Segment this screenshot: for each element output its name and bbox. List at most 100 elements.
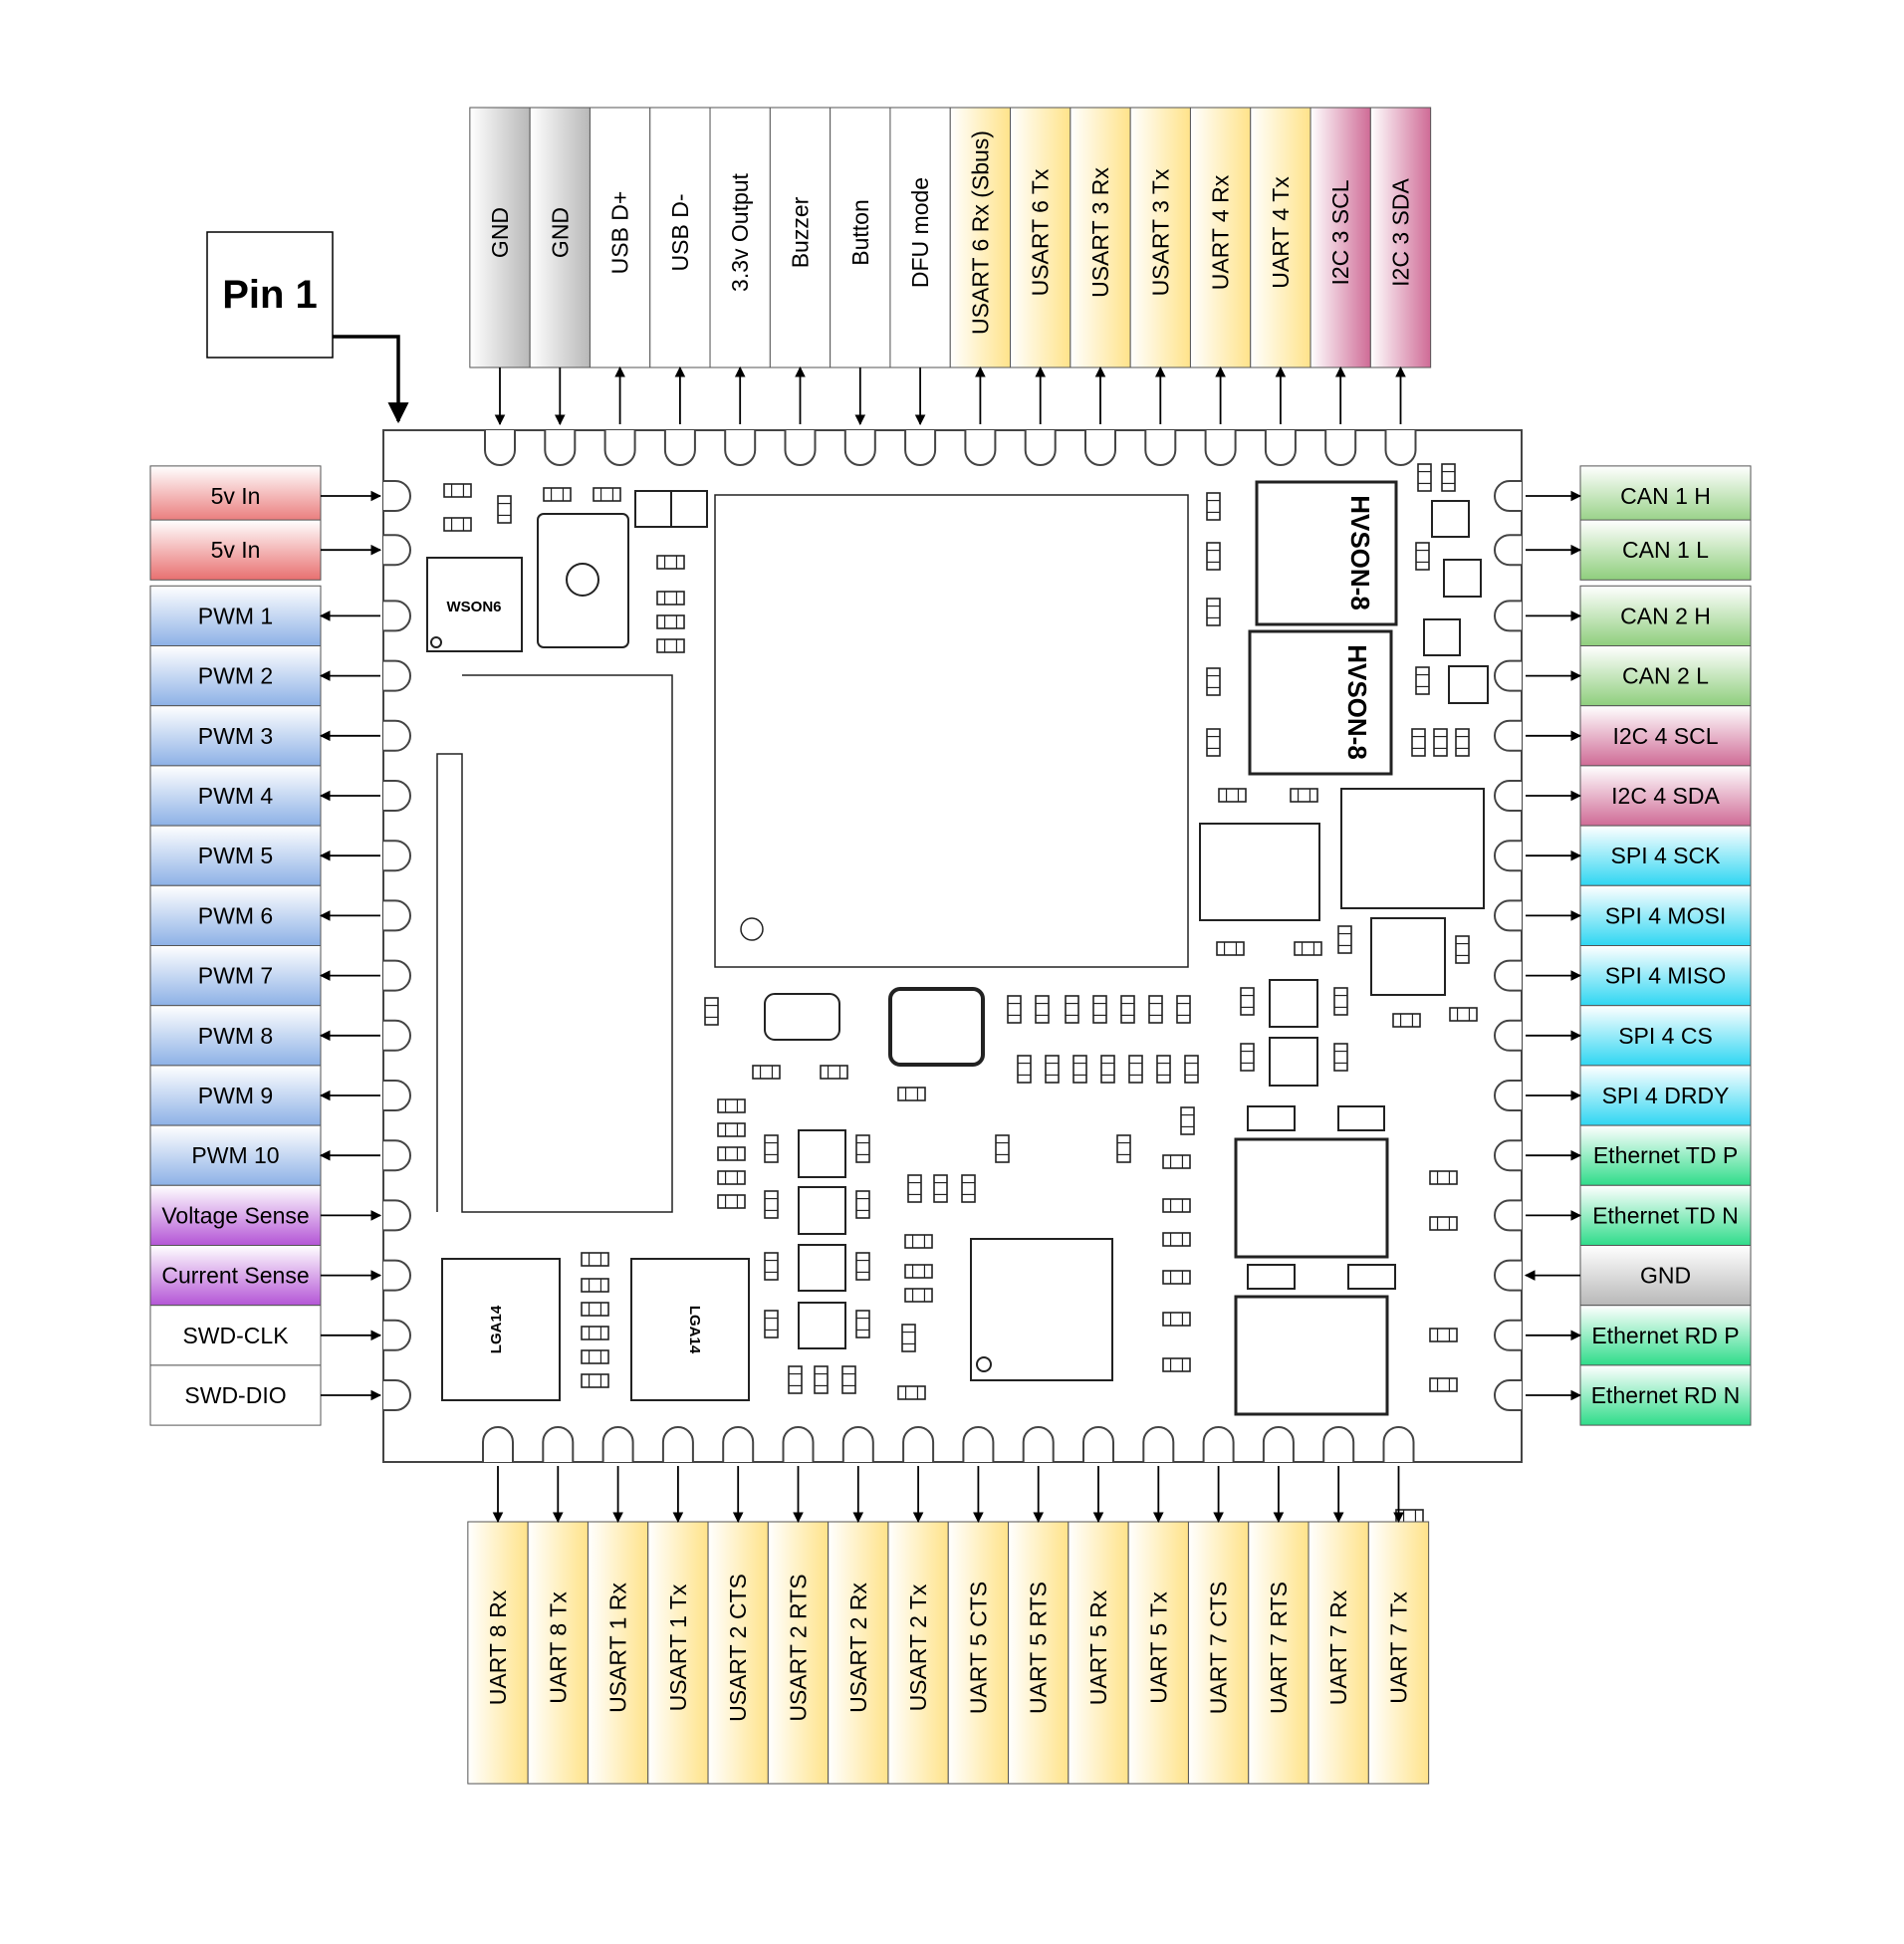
left-pin-box (149, 1245, 322, 1307)
bottom-pin-2: UART 8 Tx (527, 1466, 589, 1785)
right-pad (1494, 1199, 1522, 1232)
top-pad (964, 430, 997, 466)
smd-component (897, 1087, 926, 1101)
center-chip-dot (976, 1356, 992, 1372)
top-pad (1084, 430, 1116, 466)
chip-r7 (1443, 559, 1482, 598)
smd-component (1184, 1055, 1199, 1084)
left-pin-15: SWD-CLK (149, 1305, 382, 1366)
left-pin-1: 5v In (149, 465, 382, 527)
left-pad (383, 1379, 411, 1411)
bottom-pad (902, 1426, 935, 1462)
smd-component (581, 1278, 609, 1293)
smd-component (814, 1365, 829, 1394)
top-pin-6: Buzzer (769, 107, 832, 424)
bottom-pin-box (767, 1521, 830, 1785)
bottom-pin-label: UART 5 Tx (1145, 1591, 1171, 1704)
bottom-pin-9: UART 5 CTS (947, 1466, 1010, 1785)
bottom-pin-label: USART 2 Rx (845, 1582, 871, 1713)
top-pin-label: I2C 3 SDA (1388, 178, 1414, 287)
left-pad (383, 534, 411, 567)
top-pin-10: USART 6 Tx (1010, 107, 1071, 424)
bottom-pin-box (1008, 1521, 1070, 1785)
right-pin-label: SPI 4 MOSI (1605, 902, 1726, 928)
left-pad (383, 1319, 411, 1351)
bottom-pin-box (707, 1521, 769, 1785)
left-pad (383, 780, 411, 812)
right-pin-1: CAN 1 H (1526, 465, 1752, 527)
right-pin-16: Ethernet RD N (1526, 1364, 1752, 1426)
smd-component (1176, 995, 1191, 1024)
bottom-pad (1142, 1426, 1175, 1462)
smd-component (1045, 1055, 1060, 1084)
chip-r3 (1370, 917, 1446, 996)
left-pin-box (149, 765, 322, 827)
smd-component (995, 1134, 1010, 1163)
right-pad (1494, 480, 1522, 512)
smd-component (1395, 1509, 1424, 1524)
smd-component (1333, 1043, 1348, 1072)
chip-r6 (1431, 500, 1470, 538)
top-pin-label: GND (487, 207, 513, 258)
left-pin-label: SWD-DIO (184, 1382, 286, 1408)
smd-component (1148, 995, 1163, 1024)
left-pin-8: PWM 6 (149, 884, 380, 946)
right-pin-4: CAN 2 L (1526, 645, 1752, 707)
right-pin-box (1579, 465, 1752, 527)
top-pin-box (1250, 107, 1311, 368)
right-pin-box (1579, 1184, 1752, 1247)
smd-component (855, 1134, 870, 1163)
mcu-pin1-dot (740, 917, 764, 941)
module-board (382, 429, 1523, 1463)
bottom-pad (1322, 1426, 1355, 1462)
right-pin-label: CAN 1 L (1622, 537, 1709, 563)
top-pad (663, 430, 696, 466)
transformer-a (1234, 1137, 1389, 1259)
center-chip (970, 1238, 1113, 1381)
top-pin-label: USB D- (667, 194, 693, 272)
right-pin-box (1579, 705, 1752, 767)
top-pin-16: I2C 3 SDA (1369, 107, 1432, 424)
lga-chip-b (630, 1258, 750, 1401)
right-pad (1494, 1019, 1522, 1052)
left-pad (383, 840, 411, 872)
left-pad (383, 1199, 411, 1232)
left-pin-label: Current Sense (161, 1263, 309, 1289)
right-pin-box (1579, 1305, 1752, 1366)
top-pin-box (889, 107, 951, 368)
right-pin-2: CAN 1 L (1526, 519, 1752, 581)
hvson-chip-a-label: HVSON-8 (1345, 495, 1375, 610)
left-pin-box (149, 465, 322, 527)
bottom-pin-11: UART 5 Rx (1068, 1466, 1129, 1785)
smd-component (901, 1324, 916, 1352)
left-pad (383, 659, 411, 692)
top-pin-11: USART 3 Rx (1070, 107, 1131, 424)
smd-component (1206, 598, 1221, 626)
smd-component (581, 1373, 609, 1388)
smd-component (581, 1349, 609, 1364)
hvson-chip-a (1255, 480, 1398, 626)
left-pin-box (149, 1305, 322, 1366)
bottom-pin-5: USART 2 CTS (707, 1466, 769, 1785)
right-pin-label: Ethernet TD P (1593, 1142, 1738, 1168)
chip-r5 (1269, 1037, 1318, 1087)
smd-component (717, 1194, 746, 1209)
smd-component (764, 1190, 779, 1219)
top-pin-label: Buzzer (788, 196, 814, 268)
switch-knob (566, 563, 599, 597)
top-pin-label: USART 6 Rx (Sbus) (967, 130, 993, 335)
smd-component (904, 1288, 933, 1303)
bottom-pad (1022, 1426, 1055, 1462)
smd-component (1455, 728, 1470, 757)
smd-component (1206, 728, 1221, 757)
left-pin-4: PWM 2 (149, 645, 380, 707)
top-pin-box (1309, 107, 1371, 368)
top-pad (724, 430, 757, 466)
left-pin-9: PWM 7 (149, 945, 380, 1007)
smd-component (1035, 995, 1050, 1024)
lga-chip-a-label: LGA14 (488, 1305, 505, 1353)
left-pad (383, 600, 411, 632)
bottom-pad (1202, 1426, 1235, 1462)
smd-component (656, 614, 685, 629)
left-pad (383, 1019, 411, 1052)
